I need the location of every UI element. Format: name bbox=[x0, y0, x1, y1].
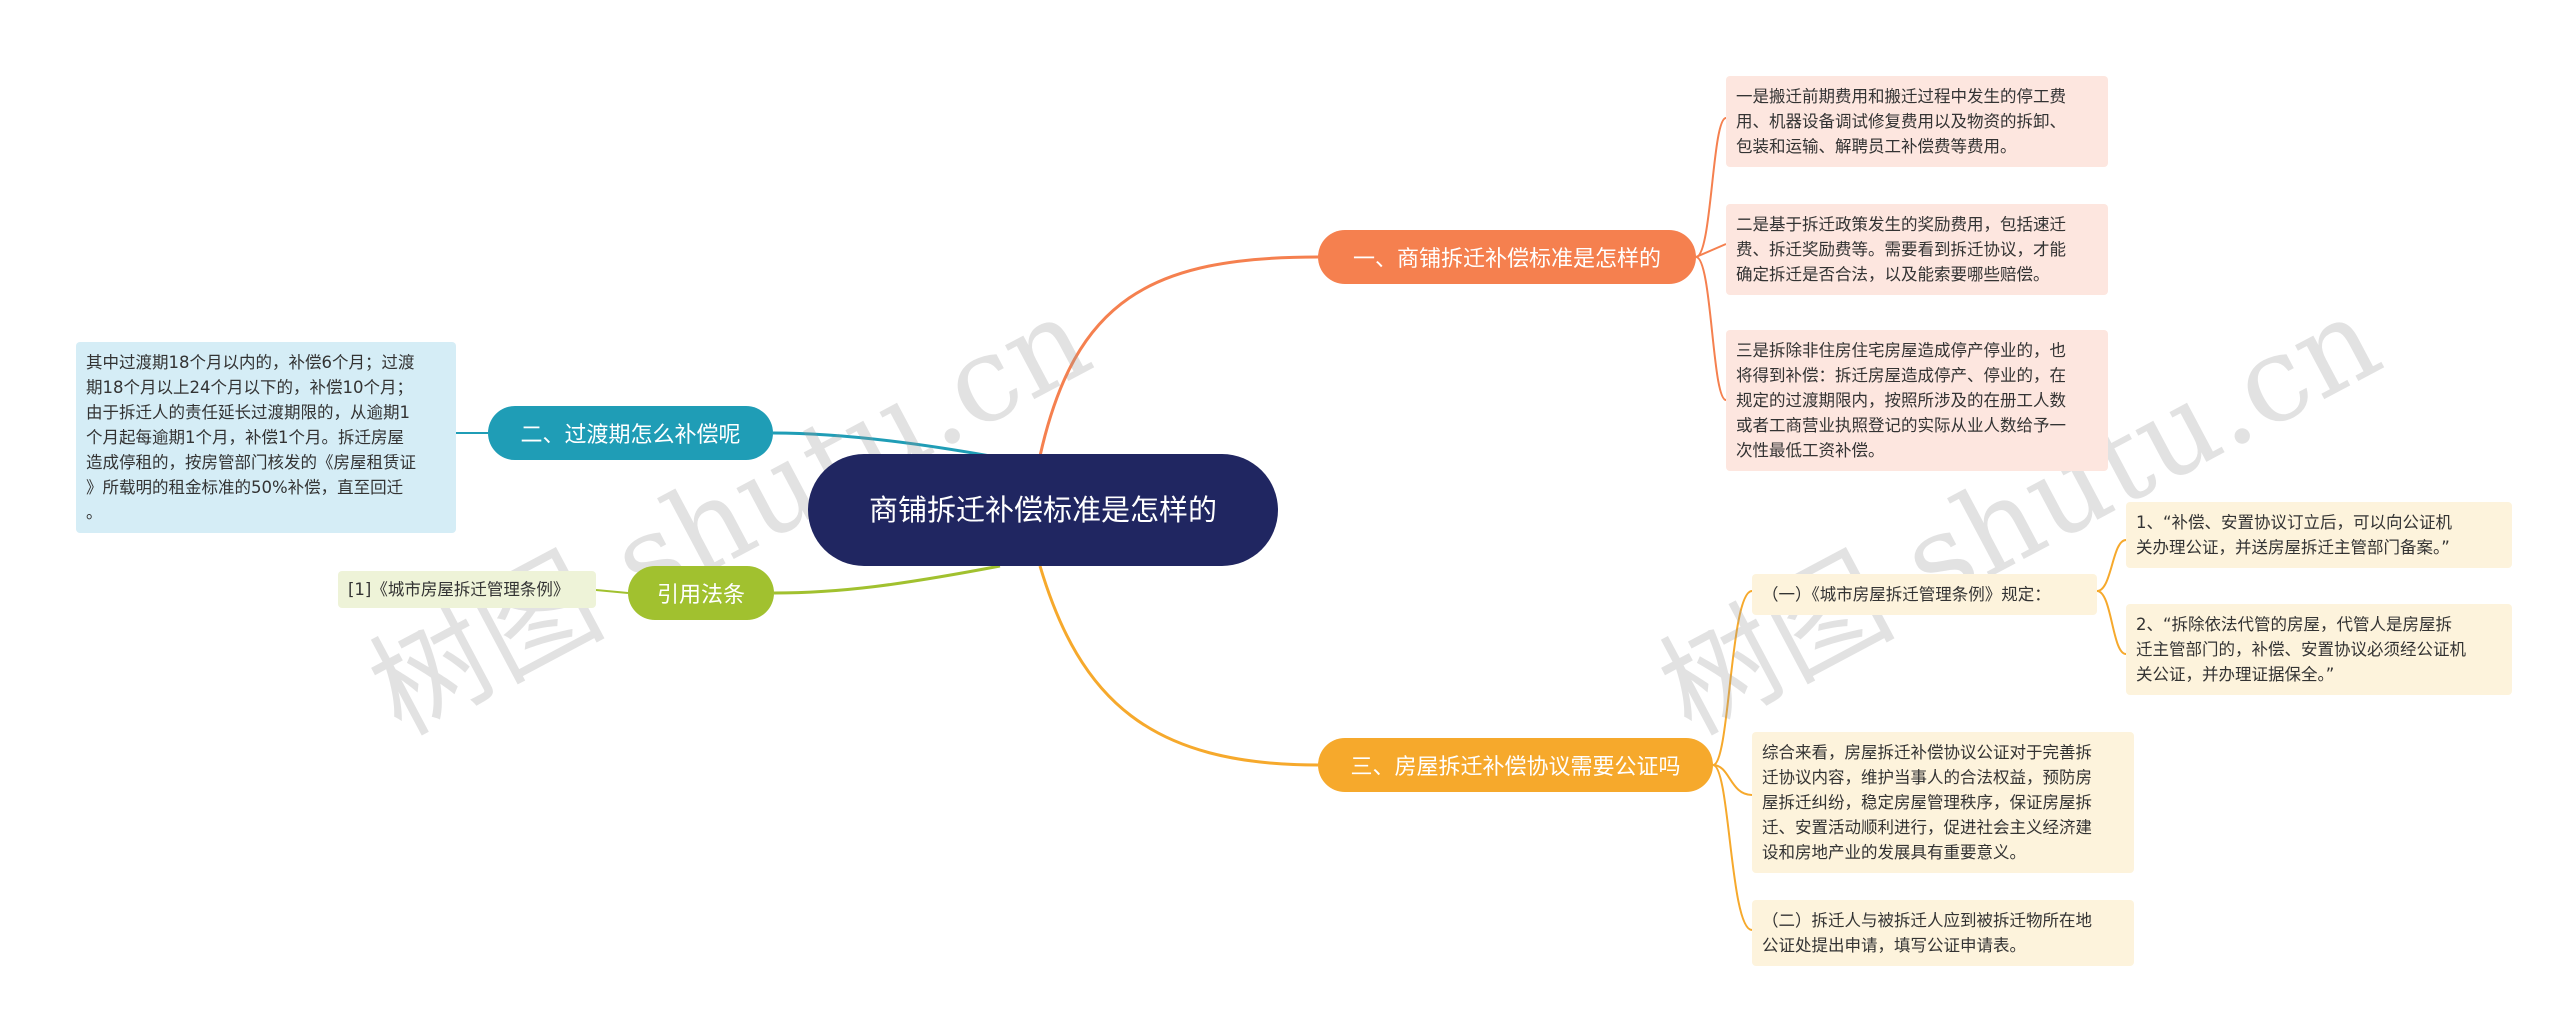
leaf-b1-3[interactable]: 三是拆除非住房住宅房屋造成停产停业的，也 将得到补偿：拆迁房屋造成停产、停业的，… bbox=[1726, 330, 2108, 471]
branch-topic-2[interactable]: 二、过渡期怎么补偿呢 bbox=[488, 406, 773, 460]
leaf-citation[interactable]: [1]《城市房屋拆迁管理条例》 bbox=[338, 571, 596, 608]
leaf-line: 个月起每逾期1个月，补偿1个月。拆迁房屋 bbox=[86, 428, 404, 447]
link-b1-a bbox=[1695, 117, 1727, 258]
leaf-line: 屋拆迁纠纷，稳定房屋管理秩序，保证房屋拆 bbox=[1762, 793, 2092, 812]
leaf-line: 迁协议内容，维护当事人的合法权益，预防房 bbox=[1762, 768, 2092, 787]
leaf-line: 2、“拆除依法代管的房屋，代管人是房屋拆 bbox=[2136, 615, 2453, 634]
branch-topic-citation[interactable]: 引用法条 bbox=[628, 566, 774, 620]
leaf-line: （一）《城市房屋拆迁管理条例》规定： bbox=[1762, 585, 2051, 604]
leaf-line: 关公证，并办理证据保全。” bbox=[2136, 665, 2335, 684]
link-b1-b bbox=[1695, 243, 1727, 258]
branch-topic-1[interactable]: 一、商铺拆迁补偿标准是怎样的 bbox=[1318, 230, 1696, 284]
leaf-line: 费、拆迁奖励费等。需要看到拆迁协议，才能 bbox=[1736, 240, 2066, 259]
link-b4-j bbox=[1712, 764, 1753, 931]
link-root-b4 bbox=[1038, 565, 1319, 767]
link-b4-f bbox=[1712, 590, 1753, 766]
link-root-b2 bbox=[772, 431, 991, 458]
leaf-b1-1[interactable]: 一是搬迁前期费用和搬迁过程中发生的停工费 用、机器设备调试修复费用以及物资的拆卸… bbox=[1726, 76, 2108, 167]
root-topic[interactable]: 商铺拆迁补偿标准是怎样的 bbox=[808, 454, 1278, 566]
link-f-g bbox=[2096, 539, 2127, 592]
link-b4-i bbox=[1712, 764, 1753, 796]
leaf-line: 规定的过渡期限内，按照所涉及的在册工人数 bbox=[1736, 391, 2066, 410]
leaf-line: 二是基于拆迁政策发生的奖励费用，包括速迁 bbox=[1736, 215, 2066, 234]
leaf-line: 期18个月以上24个月以下的，补偿10个月； bbox=[86, 378, 413, 397]
branch-topic-3-label: 三、房屋拆迁补偿协议需要公证吗 bbox=[1350, 755, 1681, 780]
leaf-line: 》所载明的租金标准的50%补偿，直至回迁 bbox=[86, 478, 404, 497]
leaf-b4-3[interactable]: （二）拆迁人与被拆迁人应到被拆迁物所在地 公证处提出申请，填写公证申请表。 bbox=[1752, 900, 2134, 966]
link-root-b1 bbox=[1038, 255, 1319, 457]
leaf-line: 由于拆迁人的责任延长过渡期限的，从逾期1 bbox=[86, 403, 410, 422]
leaf-line: 或者工商营业执照登记的实际从业人数给予一 bbox=[1736, 416, 2066, 435]
branch-topic-3[interactable]: 三、房屋拆迁补偿协议需要公证吗 bbox=[1318, 738, 1713, 792]
leaf-b4-2[interactable]: 综合来看，房屋拆迁补偿协议公证对于完善拆 迁协议内容，维护当事人的合法权益，预防… bbox=[1752, 732, 2134, 873]
leaf-line: 包装和运输、解聘员工补偿费等费用。 bbox=[1736, 137, 2017, 156]
leaf-b4-sub-item-2[interactable]: 2、“拆除依法代管的房屋，代管人是房屋拆 迁主管部门的，补偿、安置协议必须经公证… bbox=[2126, 604, 2512, 695]
leaf-line: 其中过渡期18个月以内的，补偿6个月；过渡 bbox=[86, 353, 415, 372]
link-b1-c bbox=[1695, 256, 1727, 401]
link-f-h bbox=[2096, 590, 2127, 655]
leaf-b4-sub-regulation[interactable]: （一）《城市房屋拆迁管理条例》规定： bbox=[1752, 574, 2097, 615]
leaf-line: 1、“补偿、安置协议订立后，可以向公证机 bbox=[2136, 513, 2453, 532]
root-topic-label: 商铺拆迁补偿标准是怎样的 bbox=[868, 493, 1217, 527]
leaf-line: [1]《城市房屋拆迁管理条例》 bbox=[348, 580, 570, 599]
branch-topic-1-label: 一、商铺拆迁补偿标准是怎样的 bbox=[1352, 247, 1661, 272]
leaf-line: 用、机器设备调试修复费用以及物资的拆卸、 bbox=[1736, 112, 2066, 131]
leaf-b4-sub-item-1[interactable]: 1、“补偿、安置协议订立后，可以向公证机 关办理公证，并送房屋拆迁主管部门备案。… bbox=[2126, 502, 2512, 568]
branch-topic-citation-label: 引用法条 bbox=[656, 583, 745, 608]
leaf-b2-1[interactable]: 其中过渡期18个月以内的，补偿6个月；过渡 期18个月以上24个月以下的，补偿1… bbox=[76, 342, 456, 533]
leaf-line: 迁主管部门的，补偿、安置协议必须经公证机 bbox=[2136, 640, 2466, 659]
leaf-line: 三是拆除非住房住宅房屋造成停产停业的，也 bbox=[1736, 341, 2066, 360]
branch-topic-2-label: 二、过渡期怎么补偿呢 bbox=[520, 423, 741, 448]
link-b3-leaf bbox=[595, 589, 629, 594]
leaf-line: 设和房地产业的发展具有重要意义。 bbox=[1762, 843, 2026, 862]
leaf-b1-2[interactable]: 二是基于拆迁政策发生的奖励费用，包括速迁 费、拆迁奖励费等。需要看到拆迁协议，才… bbox=[1726, 204, 2108, 295]
leaf-line: （二）拆迁人与被拆迁人应到被拆迁物所在地 bbox=[1762, 911, 2092, 930]
leaf-line: 迁、安置活动顺利进行，促进社会主义经济建 bbox=[1762, 818, 2092, 837]
leaf-line: 确定拆迁是否合法，以及能索要哪些赔偿。 bbox=[1736, 265, 2050, 284]
leaf-line: 造成停租的，按房管部门核发的《房屋租赁证 bbox=[86, 453, 416, 472]
leaf-line: 综合来看，房屋拆迁补偿协议公证对于完善拆 bbox=[1762, 743, 2092, 762]
leaf-line: 公证处提出申请，填写公证申请表。 bbox=[1762, 936, 2026, 955]
leaf-line: 。 bbox=[86, 503, 103, 522]
leaf-line: 一是搬迁前期费用和搬迁过程中发生的停工费 bbox=[1736, 87, 2066, 106]
leaf-line: 将得到补偿：拆迁房屋造成停产、停业的，在 bbox=[1736, 366, 2066, 385]
link-root-b3 bbox=[773, 564, 1001, 595]
leaf-line: 次性最低工资补偿。 bbox=[1736, 441, 1885, 460]
leaf-line: 关办理公证，并送房屋拆迁主管部门备案。” bbox=[2136, 538, 2450, 557]
